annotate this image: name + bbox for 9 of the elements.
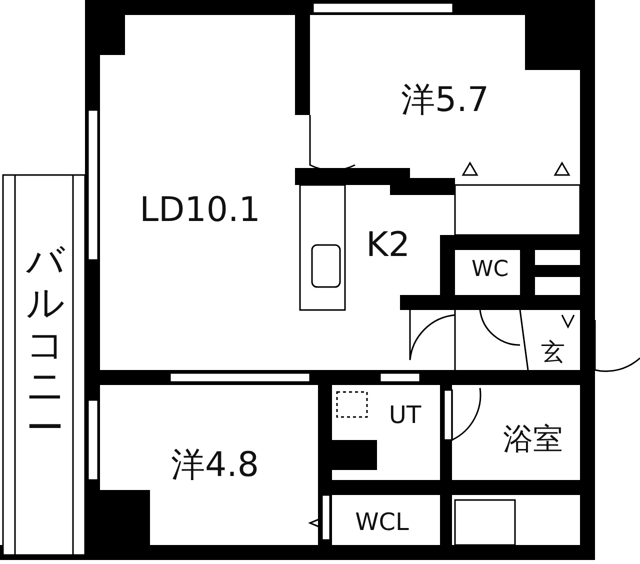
room-label: 浴室 [503, 425, 563, 455]
room-label: 玄 [541, 340, 565, 364]
room-label: K2 [366, 228, 410, 262]
room-label: WCL [355, 510, 409, 534]
room-label: LD10.1 [140, 193, 260, 227]
room-label: 洋5.7 [400, 83, 490, 117]
room-label: UT [388, 403, 422, 427]
room-label: 洋4.8 [170, 448, 260, 482]
room-label: WC [471, 259, 509, 281]
